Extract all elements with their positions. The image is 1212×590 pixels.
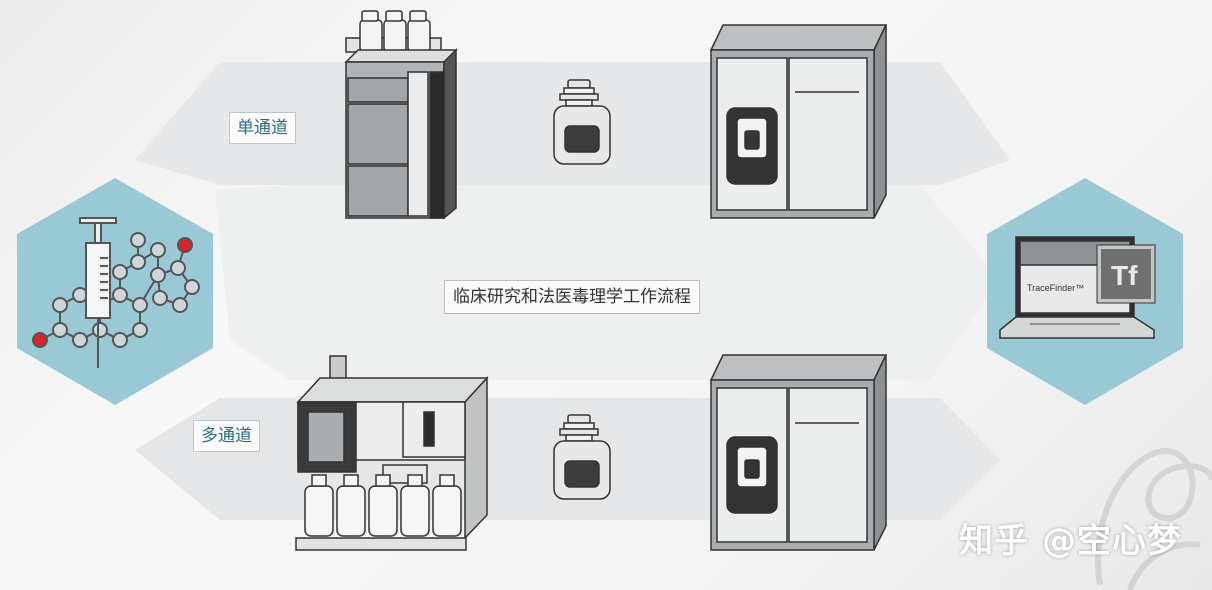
solvent-bottles-icon bbox=[345, 10, 442, 53]
tracefinder-logo-text: Tf bbox=[1111, 260, 1138, 291]
software-hexagon: TraceFinder™ Tf bbox=[987, 178, 1183, 405]
sample-hexagon bbox=[17, 178, 213, 405]
ion-source-icon-top bbox=[553, 79, 611, 165]
single-channel-lc-instrument bbox=[344, 10, 458, 220]
mass-spectrometer-bottom bbox=[709, 354, 888, 551]
software-screen-text: TraceFinder™ bbox=[1027, 283, 1084, 293]
tracefinder-logo-icon: Tf bbox=[1096, 244, 1156, 304]
single-channel-label: 单通道 bbox=[229, 112, 296, 144]
syringe-icon bbox=[79, 217, 117, 368]
ion-source-icon-bottom bbox=[553, 414, 611, 500]
sample-vials-icon bbox=[304, 474, 462, 537]
watermark: 知乎 @空心梦 bbox=[959, 521, 1182, 561]
multi-channel-label: 多通道 bbox=[193, 420, 260, 452]
mass-spectrometer-top bbox=[709, 24, 888, 219]
multi-channel-lc-instrument bbox=[295, 355, 489, 551]
protein-ribbon-decoration bbox=[1095, 448, 1212, 590]
workflow-title: 临床研究和法医毒理学工作流程 bbox=[444, 280, 700, 314]
